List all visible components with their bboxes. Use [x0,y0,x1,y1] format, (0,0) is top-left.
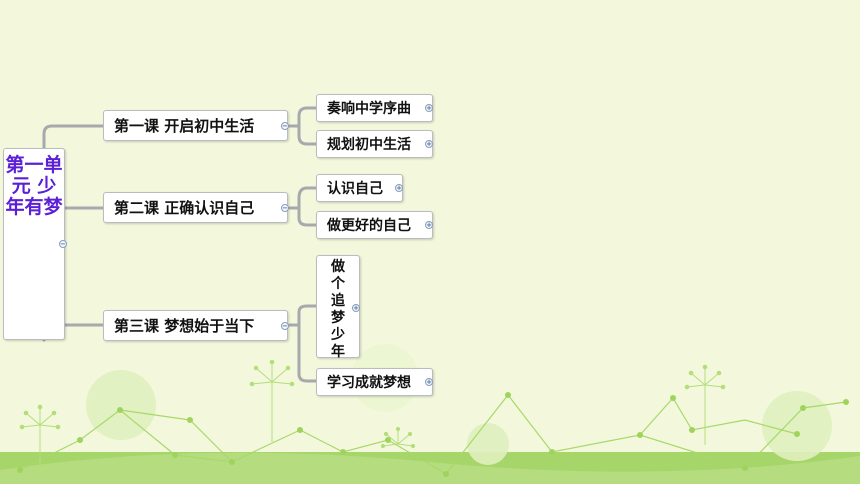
collapse-circle-icon[interactable]: + [425,221,433,229]
collapse-circle-icon[interactable]: + [425,140,433,148]
topic-node-1-1[interactable]: 奏响中学序曲 + [316,94,433,122]
topic-node-1-2[interactable]: 规划初中生活 + [316,130,433,158]
topic-1-2-label: 规划初中生活 [327,137,411,153]
collapse-circle-icon[interactable]: − [281,204,289,212]
topic-node-3-1[interactable]: 做个追梦少年 + [316,255,360,360]
lesson-node-2[interactable]: 第二课 正确认识自己 − [103,192,289,223]
topic-3-2-label: 学习成就梦想 [327,375,411,391]
topic-2-2-label: 做更好的自己 [327,218,411,234]
lesson-3-label: 第三课 梦想始于当下 [114,317,255,335]
topic-node-3-2[interactable]: 学习成就梦想 + [316,368,433,396]
connector-lesson-1-children [288,106,318,146]
collapse-circle-icon[interactable]: − [281,122,289,130]
connector-lesson-3-children [288,304,318,383]
topic-node-2-1[interactable]: 认识自己 + [316,174,403,202]
collapse-circle-icon[interactable]: + [395,184,403,192]
collapse-circle-icon[interactable]: + [352,304,360,312]
lesson-node-3[interactable]: 第三课 梦想始于当下 − [103,310,289,341]
topic-node-2-2[interactable]: 做更好的自己 + [316,211,433,239]
collapse-circle-icon[interactable]: + [425,378,433,386]
lesson-node-1[interactable]: 第一课 开启初中生活 − [103,110,289,141]
topic-1-1-label: 奏响中学序曲 [327,101,411,117]
collapse-circle-icon[interactable]: − [59,240,67,248]
connector-root-lesson-1 [42,124,105,150]
topic-3-1-label: 做个追梦少年 [331,259,345,360]
topic-2-1-label: 认识自己 [327,181,383,197]
lesson-2-label: 第二课 正确认识自己 [114,199,255,217]
collapse-circle-icon[interactable]: − [281,322,289,330]
collapse-circle-icon[interactable]: + [425,104,433,112]
root-label: 第一单元 少年有梦 [5,154,63,218]
mindmap-root-node[interactable]: 第一单元 少年有梦 − [3,148,67,340]
lesson-1-label: 第一课 开启初中生活 [114,117,255,135]
connector-lesson-2-children [288,186,318,227]
